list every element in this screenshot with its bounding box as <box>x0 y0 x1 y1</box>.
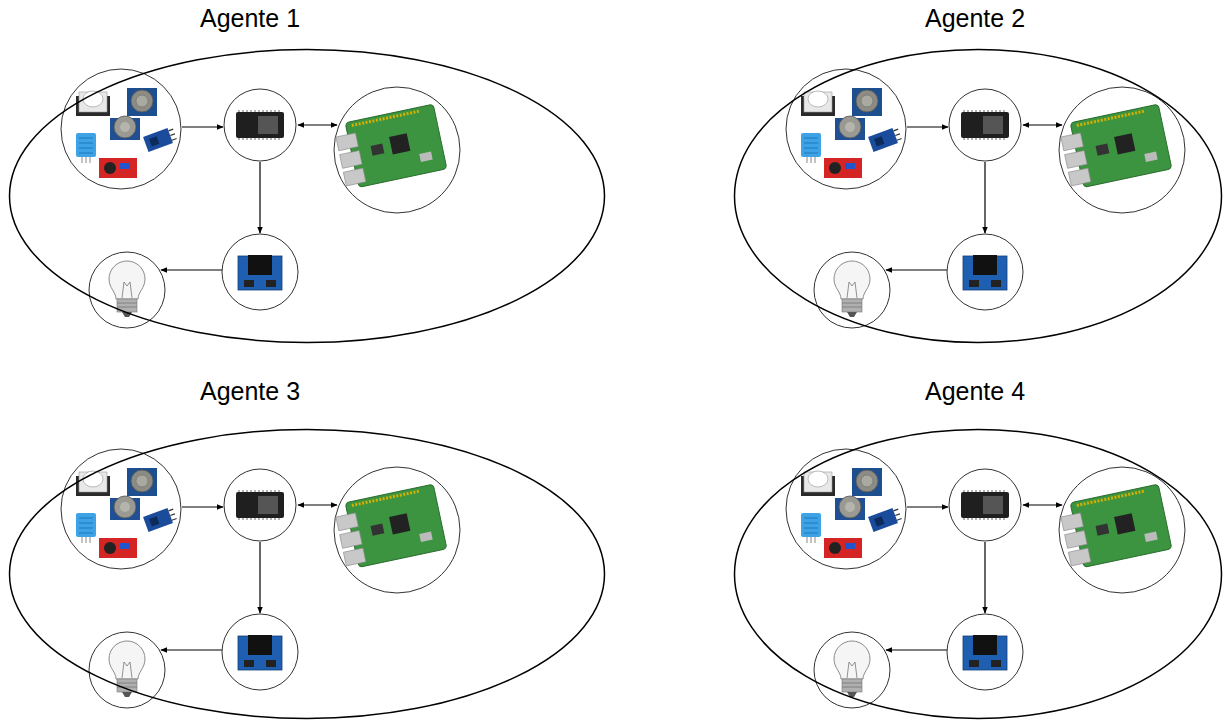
agent-title: Agente 2 <box>925 3 1025 33</box>
ellipse-outline <box>733 48 1223 344</box>
agent-ellipse: Agente 1 <box>8 8 606 344</box>
agent-ellipse: Agente 3 <box>8 388 606 720</box>
ellipse-outline <box>8 428 606 720</box>
agent-title: Agente 1 <box>200 3 300 33</box>
ellipse-outline <box>733 428 1223 720</box>
agent-title: Agente 3 <box>200 376 300 406</box>
agent-title: Agente 4 <box>925 376 1025 406</box>
ellipse-outline <box>8 48 606 344</box>
agent-ellipse: Agente 4 <box>733 388 1223 720</box>
agent-ellipse: Agente 2 <box>733 8 1223 344</box>
